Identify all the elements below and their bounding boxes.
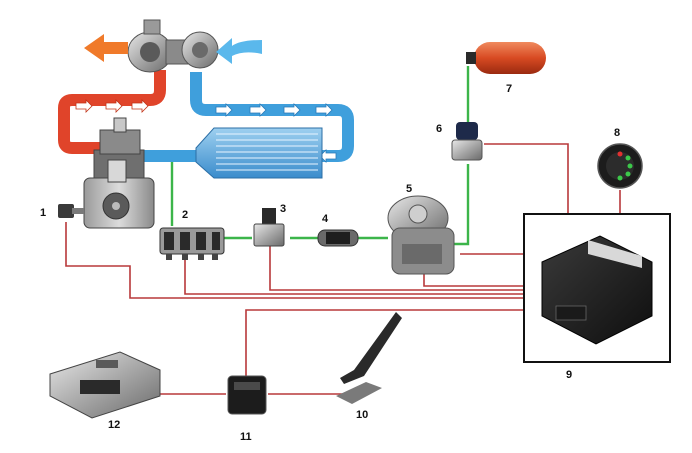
exhaust-pipe <box>58 70 166 154</box>
wire-solenoid <box>484 143 569 214</box>
wire-emulator <box>245 309 524 376</box>
label-3: 3 <box>280 203 286 215</box>
solenoid-valve <box>451 122 483 161</box>
label-11: 11 <box>240 431 252 443</box>
label-2: 2 <box>182 209 188 221</box>
label-12: 12 <box>108 419 120 431</box>
gas-tank <box>466 42 546 74</box>
gas-ecu-panel <box>523 213 671 363</box>
accelerator-pedal <box>336 312 402 404</box>
component-labels: 1 2 3 4 5 6 7 8 9 10 11 12 <box>40 83 620 443</box>
map-sensor <box>253 208 285 247</box>
intake-pipe <box>128 72 354 162</box>
label-7: 7 <box>506 83 512 95</box>
gas-line-solenoid <box>452 164 470 246</box>
wire-sensor-1 <box>65 222 524 299</box>
label-6: 6 <box>436 123 442 135</box>
gas-lines <box>170 66 470 246</box>
flow-arrows <box>75 99 149 113</box>
injector-rail <box>159 227 225 260</box>
pressure-reducer <box>387 195 455 275</box>
engine-block <box>83 117 155 229</box>
petrol-ecu <box>49 351 161 419</box>
signal-wiring <box>65 143 621 395</box>
label-4: 4 <box>322 213 329 225</box>
label-8: 8 <box>614 127 620 139</box>
wire-injector-rail <box>184 258 524 295</box>
wire-map-sensor <box>269 244 524 291</box>
label-1: 1 <box>40 207 46 219</box>
label-9: 9 <box>566 369 572 381</box>
gas-filter <box>317 229 359 247</box>
label-10: 10 <box>356 409 368 421</box>
intercooler <box>195 127 323 179</box>
turbocharger <box>127 19 219 73</box>
label-5: 5 <box>406 183 412 195</box>
emulator-module <box>227 375 267 415</box>
exhaust-outlet-arrow <box>84 34 128 62</box>
intake-inlet-arrow <box>216 38 262 64</box>
fuel-switch <box>597 143 643 189</box>
flow-arrows-intake <box>215 103 337 163</box>
temperature-sensor <box>58 204 84 218</box>
